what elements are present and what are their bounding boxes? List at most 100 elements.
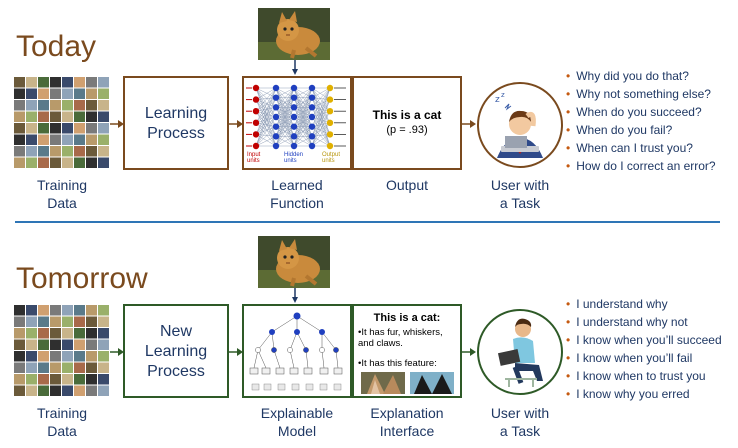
tree-leaf <box>319 383 328 391</box>
training-data-grid-today <box>14 77 109 168</box>
nn-edge <box>255 116 277 123</box>
nn-edge <box>255 87 277 147</box>
tree-edge <box>289 349 295 369</box>
nn-edge <box>255 116 277 147</box>
thumbnail-image <box>38 77 49 88</box>
nn-edge <box>311 99 331 108</box>
thumbnail-image <box>26 351 37 362</box>
thumbnail-image <box>98 385 109 396</box>
thumbnail-image <box>74 362 85 373</box>
question-item: Why did you do that? <box>566 67 716 85</box>
tree-edge <box>335 349 339 369</box>
tree-root-node <box>293 312 301 320</box>
nn-edge <box>255 107 277 112</box>
thumbnail-image <box>14 339 25 350</box>
arrow-interface-to-user-tomorrow <box>462 348 476 356</box>
thumbnail-image <box>98 316 109 327</box>
thumbnail-image <box>74 328 85 339</box>
nn-edge <box>255 87 277 112</box>
section-divider <box>15 221 720 223</box>
tree-edge <box>271 331 275 351</box>
statement-item: I know when you’ll fail <box>566 349 722 367</box>
explanation-bullet-text: It has this feature: <box>361 358 437 369</box>
nn-edge <box>311 97 331 112</box>
thumbnail-image <box>38 157 49 168</box>
arrow-data-to-learning-tomorrow <box>110 348 124 356</box>
nn-edge <box>255 122 277 137</box>
nn-node <box>252 96 260 103</box>
nn-edge <box>293 87 313 98</box>
nn-node <box>326 119 334 126</box>
thumbnail-image <box>26 100 37 111</box>
question-item: How do I correct an error? <box>566 157 715 175</box>
thumbnail-image <box>62 351 73 362</box>
explainable-model-box <box>242 304 352 398</box>
nn-edge <box>255 134 277 137</box>
nn-node <box>308 123 316 130</box>
nn-edge <box>275 87 295 108</box>
thumbnail-image <box>50 111 61 122</box>
thumbnail-image <box>62 305 73 316</box>
tree-edge <box>271 315 298 333</box>
question-item: When do you succeed? <box>566 103 716 121</box>
thumbnail-image <box>26 111 37 122</box>
thumbnail-image <box>62 77 73 88</box>
thumbnail-image <box>74 305 85 316</box>
statement-list-tomorrow: I understand why I understand why not I … <box>566 295 722 403</box>
thumbnail-image <box>26 146 37 157</box>
tree-node <box>255 347 261 353</box>
thumbnail-image <box>98 374 109 385</box>
thumbnail-image <box>14 362 25 373</box>
nn-edge <box>311 97 331 123</box>
nn-legend-hidden: Hidden units <box>284 152 304 164</box>
nn-edge <box>311 111 331 137</box>
training-data-label-today: Training Data <box>36 177 88 211</box>
user-label-tomorrow: User with a Task <box>490 405 550 439</box>
explainable-tree-diagram <box>249 312 343 391</box>
thumbnail-image <box>86 385 97 396</box>
thumbnail-image <box>26 374 37 385</box>
nn-node <box>252 119 260 126</box>
nn-edge <box>293 107 313 147</box>
output-title: This is a cat <box>372 108 442 122</box>
nn-node <box>290 123 298 130</box>
nn-edge <box>255 87 277 100</box>
nn-node <box>272 84 280 92</box>
nn-edge <box>255 126 277 147</box>
thumbnail-image <box>38 88 49 99</box>
nn-edge <box>275 136 295 147</box>
thumbnail-image <box>98 328 109 339</box>
tree-node <box>319 329 325 335</box>
nn-edge <box>275 97 295 147</box>
thumbnail-image <box>14 100 25 111</box>
nn-edge <box>255 111 277 118</box>
nn-edge <box>311 99 331 127</box>
thumbnail-image <box>26 123 37 134</box>
nn-node <box>308 84 316 92</box>
thumbnail-image <box>26 385 37 396</box>
svg-text:z: z <box>501 91 505 99</box>
tree-leaf <box>249 367 259 375</box>
question-item: When do you fail? <box>566 121 716 139</box>
nn-node <box>272 94 280 101</box>
nn-node <box>272 113 280 121</box>
nn-node <box>290 94 298 101</box>
cat-photo-today <box>258 8 330 60</box>
nn-edge <box>293 116 313 147</box>
thumbnail-image <box>62 146 73 157</box>
thumbnail-image <box>26 339 37 350</box>
thumbnail-image <box>26 88 37 99</box>
thumbnail-image <box>62 385 73 396</box>
nn-edge <box>255 87 277 123</box>
thumbnail-image <box>26 77 37 88</box>
nn-node <box>272 123 280 130</box>
nn-node <box>308 133 316 140</box>
neural-network-diagram <box>246 84 346 150</box>
nn-edge <box>255 107 277 135</box>
nn-edge <box>293 87 313 108</box>
nn-edge <box>293 87 313 137</box>
tree-leaf <box>291 383 300 391</box>
nn-edge <box>311 107 331 147</box>
nn-edge <box>311 99 331 147</box>
nn-edge <box>255 111 277 137</box>
